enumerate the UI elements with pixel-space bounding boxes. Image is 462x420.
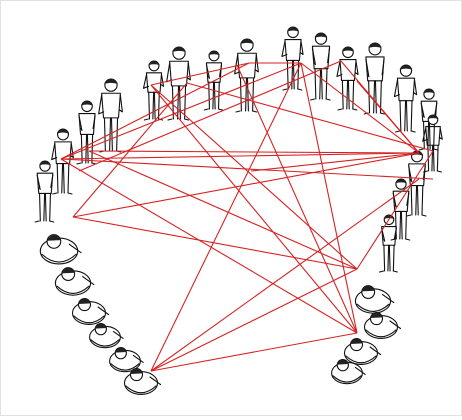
red-string-segment [61,159,357,333]
red-string-segment [151,85,357,269]
seated-person [355,286,393,314]
red-string-segment [187,83,433,151]
red-string-segment [237,65,357,333]
red-string-segment [151,179,419,371]
standing-person [407,151,426,216]
seated-person [90,324,124,348]
red-string-segment [151,269,357,371]
standing-person [380,215,398,272]
seated-person [55,268,93,296]
seated-person [73,299,109,325]
standing-person [77,101,96,164]
standing-person [337,47,358,110]
seated-person [110,348,144,372]
people-circle [35,27,442,394]
red-string-segment [61,159,433,179]
standing-person [364,43,384,114]
standing-person [99,79,123,152]
seated-person [365,313,401,339]
seated-person [40,235,81,264]
red-string-segment [151,333,357,371]
red-string-segment [73,217,357,269]
standing-person [35,161,54,222]
seated-person [345,339,381,365]
red-string-segment [151,85,357,333]
standing-person [52,129,74,194]
red-string-segment [89,151,419,153]
red-string-segment [301,63,419,153]
seated-person [125,369,161,395]
red-string-segment [89,151,357,269]
red-string-segment [61,63,301,159]
standing-person [394,65,416,132]
red-string-segment [357,81,419,153]
